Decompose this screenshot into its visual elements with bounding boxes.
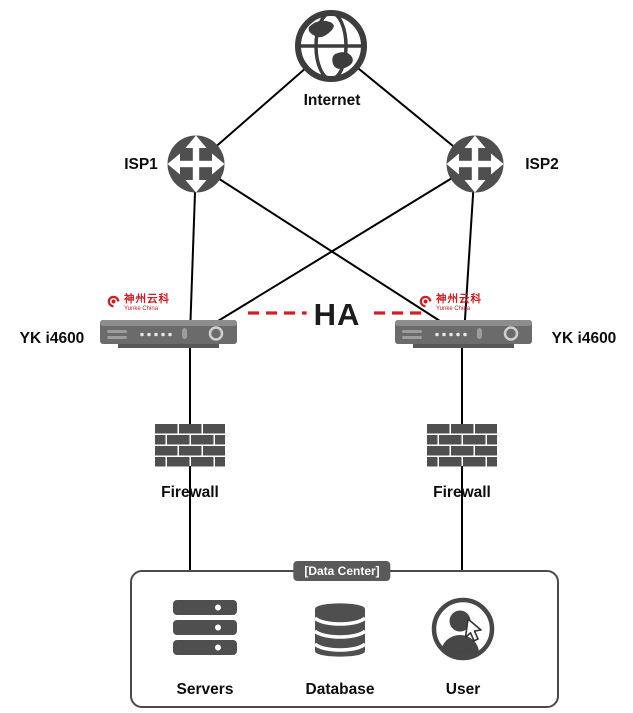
vendor-logo-cn: 神州云科 [436, 293, 482, 305]
vendor-logo-right: 神州云科 Yunke China [418, 294, 482, 312]
server-stack-icon [173, 600, 237, 655]
device-left-label: YK i4600 [19, 330, 85, 347]
database-cylinder-icon [313, 603, 367, 657]
vendor-logo-en: Yunke China [436, 305, 471, 312]
vendor-logo-text: 神州云科 Yunke China [124, 294, 170, 312]
firewall-left-label: Firewall [161, 484, 219, 501]
isp2-node [445, 134, 505, 194]
link-isp2-device-right [463, 163, 476, 336]
isp1-label: ISP1 [124, 156, 158, 173]
firewall-right-label: Firewall [433, 484, 491, 501]
link-isp1-device-right [195, 163, 458, 333]
vendor-logo-cn: 神州云科 [124, 293, 170, 305]
internet-node [293, 8, 369, 84]
link-isp2-device-left [199, 163, 476, 333]
appliance-icon [100, 320, 237, 348]
firewall-left-node [155, 424, 225, 468]
servers-label: Servers [176, 681, 234, 698]
isp2-label: ISP2 [525, 156, 559, 173]
ha-label: HA [306, 298, 368, 332]
datacenter-badge: [Data Center] [293, 561, 391, 582]
device-right-label: YK i4600 [551, 330, 617, 347]
user-label: User [445, 681, 481, 698]
internet-label: Internet [303, 92, 361, 109]
red-swirl-logo-icon [107, 295, 120, 308]
isp1-node [166, 134, 226, 194]
user-cursor-icon [431, 597, 495, 661]
router-icon [167, 135, 225, 193]
device-left-node [100, 320, 237, 350]
database-label: Database [305, 681, 375, 698]
brick-wall-icon [427, 424, 497, 468]
router-icon [446, 135, 504, 193]
brick-wall-icon [155, 424, 225, 468]
appliance-icon [395, 320, 532, 348]
vendor-logo-en: Yunke China [124, 305, 159, 312]
user-node [431, 597, 495, 661]
firewall-right-node [427, 424, 497, 468]
globe-icon [295, 10, 367, 82]
database-node [312, 599, 368, 661]
red-swirl-logo-icon [419, 295, 432, 308]
vendor-logo-text: 神州云科 Yunke China [436, 294, 482, 312]
device-right-node [395, 320, 532, 350]
vendor-logo-left: 神州云科 Yunke China [106, 294, 170, 312]
servers-node [173, 600, 237, 656]
link-isp1-device-left [189, 163, 197, 336]
